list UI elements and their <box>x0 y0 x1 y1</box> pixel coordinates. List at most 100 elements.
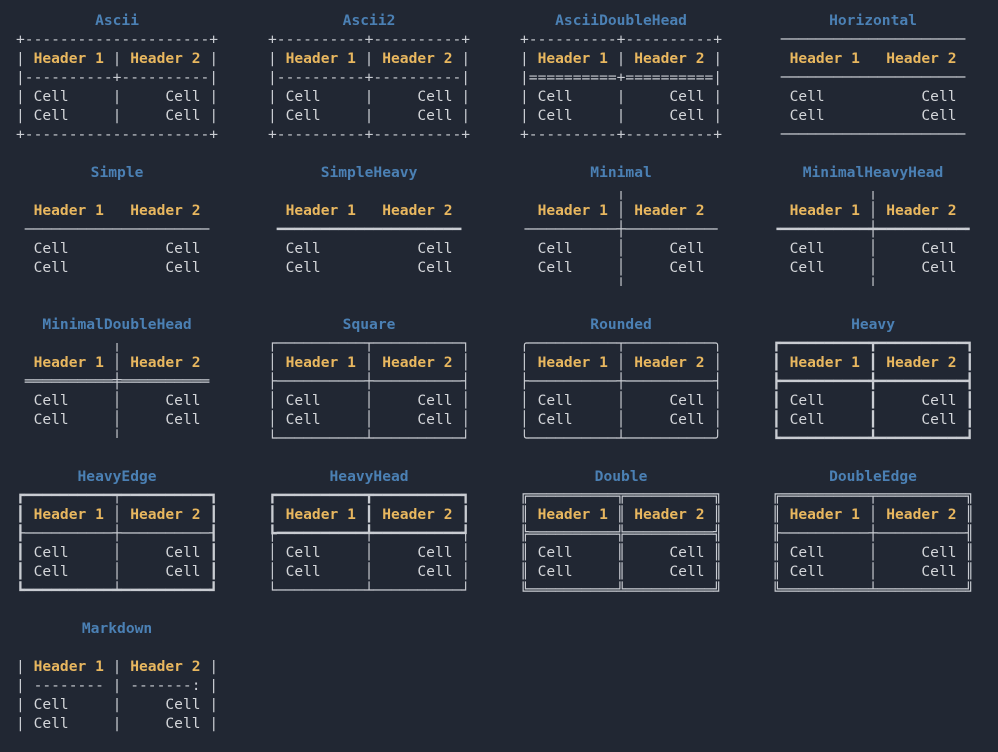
cell-text: Cell <box>165 88 201 105</box>
cell-text: Cell <box>921 259 957 276</box>
table-ascii-art: ┏━━━━━━━━━━┳━━━━━━━━━━┓┃ Header 1 ┃ Head… <box>268 486 470 600</box>
border-glyphs: ╷ <box>520 183 723 200</box>
cell-text: Cell <box>921 411 957 428</box>
border-glyphs: │ <box>824 259 922 276</box>
border-glyphs <box>69 259 166 276</box>
table-ascii-art: ╷ Header 1 │ Header 2 ╶──────────┼──────… <box>520 182 722 296</box>
table-double: Double╔══════════╦══════════╗║ Header 1 … <box>520 467 722 600</box>
table-ascii-art: Header 1 Header 2 ━━━━━━━━━━━━━━━━━━━━━ … <box>268 182 470 296</box>
table-line: ┃ Cell │ Cell ┃ <box>16 543 218 562</box>
border-glyphs: ║ <box>956 544 975 561</box>
border-glyphs: │ <box>268 354 286 371</box>
table-line: ╺━━━━━━━━━━┿━━━━━━━━━━╸ <box>772 220 974 239</box>
border-glyphs <box>772 259 790 276</box>
border-glyphs: │ <box>68 544 166 561</box>
table-simpleheavy: SimpleHeavy Header 1 Header 2 ━━━━━━━━━━… <box>268 163 470 296</box>
table-minimalheavyhead: MinimalHeavyHead ╷ Header 1 │ Header 2 ╺… <box>772 163 974 296</box>
header-text: Header 1 <box>789 50 860 67</box>
table-line: ║ Cell │ Cell ║ <box>772 562 974 581</box>
border-glyphs: | <box>572 88 670 105</box>
table-line: Header 1 │ Header 2 <box>772 201 974 220</box>
header-text: Header 1 <box>285 354 356 371</box>
border-glyphs <box>16 354 34 371</box>
border-glyphs <box>957 259 975 276</box>
border-glyphs: ┃ <box>956 411 975 428</box>
table-line: │ Header 1 │ Header 2 │ <box>520 353 722 372</box>
border-glyphs: │ <box>268 411 286 428</box>
table-line: +----------+----------+ <box>520 30 722 49</box>
border-glyphs: | <box>68 696 166 713</box>
cell-text: Cell <box>537 240 573 257</box>
header-text: Header 2 <box>382 354 453 371</box>
table-line: ┃ Header 1 │ Header 2 ┃ <box>16 505 218 524</box>
table-title: HeavyEdge <box>77 468 157 485</box>
border-glyphs: │ <box>268 544 286 561</box>
header-text: Header 1 <box>285 202 356 219</box>
table-line: Cell Cell <box>16 239 218 258</box>
table-line <box>16 638 218 657</box>
border-glyphs: | <box>355 50 383 67</box>
border-glyphs: | <box>320 88 418 105</box>
cell-text: Cell <box>921 544 957 561</box>
header-text: Header 1 <box>537 50 608 67</box>
border-glyphs: | <box>452 107 471 124</box>
cell-text: Cell <box>285 259 321 276</box>
table-line: ║ Header 1 │ Header 2 ║ <box>772 505 974 524</box>
border-glyphs: │ <box>320 392 418 409</box>
cell-text: Cell <box>165 392 201 409</box>
table-line: ╟──────────┼──────────╢ <box>772 524 974 543</box>
table-line: ───────────────────── <box>16 220 218 239</box>
cell-text: Cell <box>537 563 573 580</box>
border-glyphs <box>201 392 219 409</box>
border-glyphs: ║ <box>772 506 790 523</box>
table-ascii-art: | Header 1 | Header 2 || -------- | ----… <box>16 638 218 752</box>
border-glyphs <box>825 107 922 124</box>
border-glyphs: | <box>268 107 286 124</box>
border-glyphs <box>268 259 286 276</box>
header-text: Header 1 <box>33 506 104 523</box>
table-line: ┃ Cell ┃ Cell ┃ <box>772 391 974 410</box>
border-glyphs: ┃ <box>200 563 219 580</box>
table-line: Cell │ Cell <box>16 410 218 429</box>
border-glyphs: ┃ <box>859 354 887 371</box>
cell-text: Cell <box>285 240 321 257</box>
table-line: └──────────┴──────────┘ <box>268 429 470 448</box>
cell-text: Cell <box>669 392 705 409</box>
table-markdown: Markdown| Header 1 | Header 2 || -------… <box>16 619 218 752</box>
cell-text: Cell <box>285 563 321 580</box>
cell-text: Cell <box>33 259 69 276</box>
border-glyphs: │ <box>320 563 418 580</box>
table-ascii-art: ╔══════════╤══════════╗║ Header 1 │ Head… <box>772 486 974 600</box>
border-glyphs: ━━━━━━━━━━━━━━━━━━━━━ <box>268 221 471 238</box>
border-glyphs: ┏━━━━━━━━━━┳━━━━━━━━━━┓ <box>268 487 471 504</box>
border-glyphs: │ <box>452 544 471 561</box>
border-glyphs: ║ <box>772 544 790 561</box>
cell-text: Cell <box>417 411 453 428</box>
border-glyphs: | <box>16 696 34 713</box>
table-line: ╔══════════╦══════════╗ <box>520 486 722 505</box>
border-glyphs <box>201 202 219 219</box>
border-glyphs: ┃ <box>200 506 219 523</box>
border-glyphs: ║ <box>704 544 723 561</box>
cell-text: Cell <box>33 544 69 561</box>
border-glyphs <box>201 411 219 428</box>
border-glyphs: ┃ <box>268 506 286 523</box>
table-line: Header 1 Header 2 <box>268 201 470 220</box>
cell-text: Cell <box>789 563 825 580</box>
cell-text: Cell <box>669 107 705 124</box>
border-glyphs: ║ <box>572 544 670 561</box>
table-line: | Header 1 | Header 2 | <box>16 657 218 676</box>
table-line: Header 1 Header 2 <box>16 201 218 220</box>
border-glyphs <box>16 202 34 219</box>
table-line: ┌──────────┬──────────┐ <box>268 334 470 353</box>
table-ascii-art: +----------+----------+| Header 1 | Head… <box>268 30 470 144</box>
border-glyphs: | <box>68 715 166 732</box>
cell-text: Cell <box>789 259 825 276</box>
border-glyphs <box>705 259 723 276</box>
cell-text: Cell <box>537 544 573 561</box>
border-glyphs: │ <box>520 354 538 371</box>
table-line: ╚══════════╧══════════╝ <box>772 581 974 600</box>
header-text: Header 2 <box>634 202 705 219</box>
border-glyphs: │ <box>320 544 418 561</box>
table-line: ║ Cell ║ Cell ║ <box>520 562 722 581</box>
